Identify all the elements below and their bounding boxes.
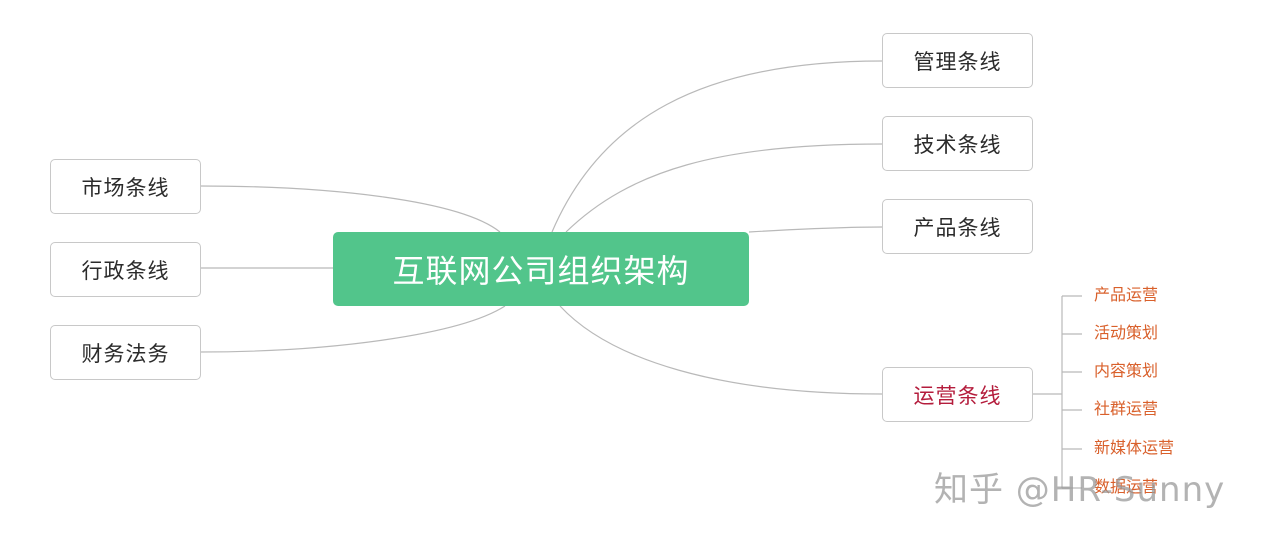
sub-event-planning[interactable]: 活动策划 [1094,323,1159,342]
branch-admin[interactable]: 行政条线 [50,242,201,297]
sub-product-operations[interactable]: 产品运营 [1094,285,1159,304]
connector-tech [565,143,883,233]
branch-market[interactable]: 市场条线 [50,159,201,214]
connector-market [199,185,501,233]
sub-data-operations[interactable]: 数据运营 [1094,477,1159,496]
sub-community-operations[interactable]: 社群运营 [1094,399,1159,418]
connector-operations [559,305,883,395]
sub-new-media-operations[interactable]: 新媒体运营 [1094,438,1175,457]
branch-product[interactable]: 产品条线 [882,199,1033,254]
central-topic[interactable]: 互联网公司组织架构 [333,232,749,306]
watermark: 知乎 @HR-Sunny [934,470,1226,510]
branch-finance-legal[interactable]: 财务法务 [50,325,201,380]
connector-management [551,60,883,233]
connector-product [748,226,883,233]
connector-finance [199,305,506,353]
branch-management[interactable]: 管理条线 [882,33,1033,88]
connector-operations-bracket [1032,296,1063,488]
sub-content-planning[interactable]: 内容策划 [1094,361,1159,380]
branch-tech[interactable]: 技术条线 [882,116,1033,171]
branch-operations[interactable]: 运营条线 [882,367,1033,422]
